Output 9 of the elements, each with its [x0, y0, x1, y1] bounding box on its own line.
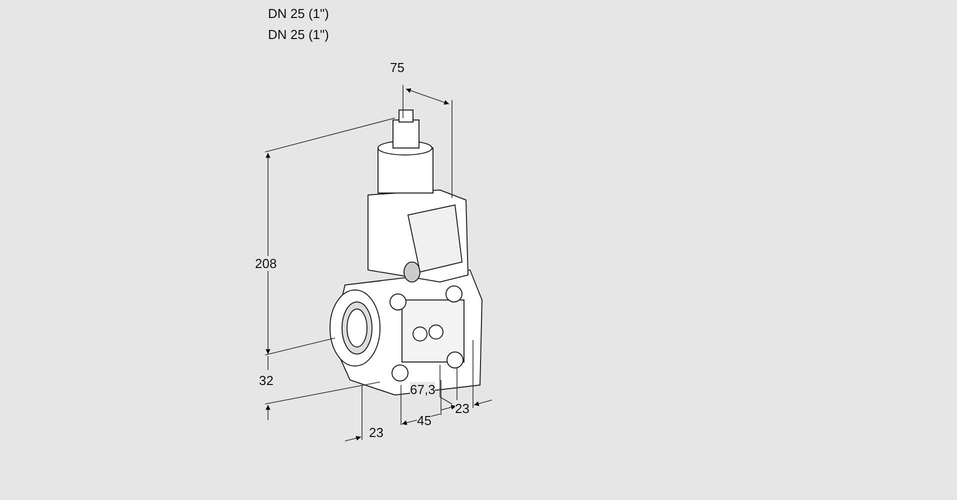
dimension-label: 23: [455, 401, 470, 416]
dimension-label: 32: [259, 373, 274, 388]
dimension-label: 45: [417, 413, 432, 428]
size-label: DN 25 (1"): [268, 27, 329, 42]
dimension-label: 67,3: [410, 382, 436, 397]
dimension-label: 208: [255, 256, 277, 271]
size-label: DN 25 (1"): [268, 6, 329, 21]
dimension-label: 23: [369, 425, 384, 440]
dimension-label: 75: [390, 60, 404, 75]
